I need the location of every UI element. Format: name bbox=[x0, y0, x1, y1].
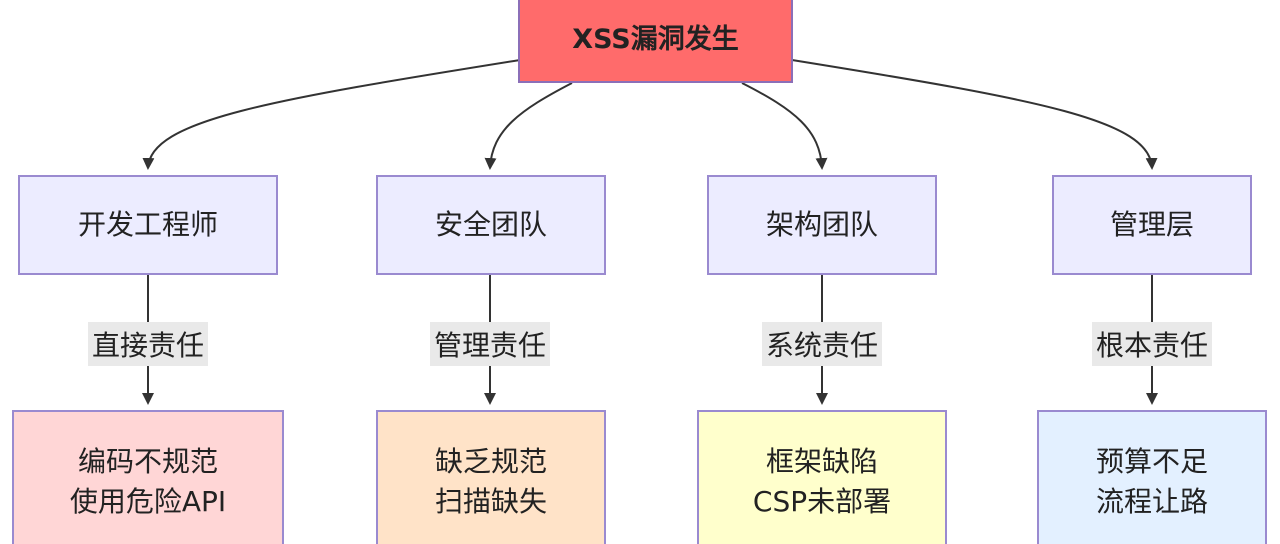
issue-line: CSP未部署 bbox=[752, 485, 892, 518]
issue-node-developer: 编码不规范 使用危险API bbox=[12, 410, 284, 544]
role-node-developer: 开发工程师 bbox=[18, 175, 278, 275]
issue-line: 预算不足 bbox=[1095, 445, 1208, 478]
role-node-architecture-team: 架构团队 bbox=[707, 175, 937, 275]
role-node-security-team: 安全团队 bbox=[376, 175, 606, 275]
issue-line: 使用危险API bbox=[69, 485, 227, 518]
root-node-xss: XSS漏洞发生 bbox=[518, 0, 793, 83]
issue-line: 流程让路 bbox=[1095, 485, 1208, 518]
role-node-label: 架构团队 bbox=[765, 208, 878, 241]
root-node-label: XSS漏洞发生 bbox=[572, 23, 739, 55]
edge-label-management: 管理责任 bbox=[430, 322, 550, 366]
issue-line: 缺乏规范 bbox=[434, 445, 547, 478]
edge-label-root-cause: 根本责任 bbox=[1092, 322, 1212, 366]
edge-root-to-role-2 bbox=[484, 82, 573, 170]
issue-node-management: 预算不足 流程让路 bbox=[1037, 410, 1267, 544]
edge-label-direct: 直接责任 bbox=[88, 322, 208, 366]
role-node-management: 管理层 bbox=[1052, 175, 1252, 275]
edge-root-to-role-1 bbox=[142, 59, 521, 170]
edge-root-to-role-4 bbox=[791, 59, 1158, 170]
edge-root-to-role-3 bbox=[741, 82, 828, 170]
role-node-label: 管理层 bbox=[1109, 208, 1194, 241]
issue-line: 编码不规范 bbox=[77, 445, 218, 478]
issue-line: 框架缺陷 bbox=[765, 445, 878, 478]
edge-label-system: 系统责任 bbox=[762, 322, 882, 366]
role-node-label: 开发工程师 bbox=[77, 208, 218, 241]
issue-node-architecture-team: 框架缺陷 CSP未部署 bbox=[697, 410, 947, 544]
issue-node-security-team: 缺乏规范 扫描缺失 bbox=[376, 410, 606, 544]
issue-line: 扫描缺失 bbox=[434, 485, 547, 518]
role-node-label: 安全团队 bbox=[434, 208, 547, 241]
